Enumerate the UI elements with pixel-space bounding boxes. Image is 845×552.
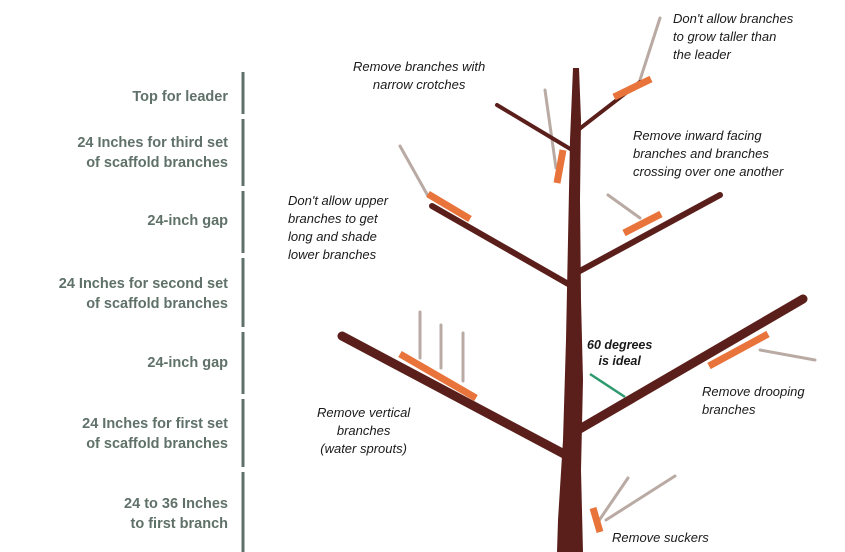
cut-mark-leader-rival (614, 79, 651, 97)
sucker-2 (606, 476, 675, 520)
note-suckers: Remove suckers (612, 529, 709, 547)
zone-label-gap-1: 24-inch gap (147, 353, 228, 373)
cut-mark-suckers (593, 508, 600, 532)
note-vertical: Remove vertical branches (water sprouts) (317, 404, 410, 458)
note-taller-than-leader: Don't allow branches to grow taller than… (673, 10, 793, 64)
removed-branch-leader-rival (640, 18, 660, 80)
zone-label-gap-2: 24-inch gap (147, 211, 228, 231)
removed-branch-drooping (760, 350, 815, 360)
zone-label-third-set: 24 Inches for third set of scaffold bran… (77, 133, 228, 173)
zone-label-to-first: 24 to 36 Inches to first branch (124, 494, 228, 534)
angle-indicator-line (590, 374, 625, 397)
note-sixty-degrees: 60 degrees is ideal (587, 337, 652, 369)
zone-label-top: Top for leader (132, 87, 228, 107)
note-inward-facing: Remove inward facing branches and branch… (633, 127, 783, 181)
removed-branch-narrow-crotch (545, 90, 556, 168)
zone-label-first-set: 24 Inches for first set of scaffold bran… (82, 414, 228, 454)
trunk (557, 68, 583, 552)
branch-middle-right (578, 195, 720, 272)
branch-middle-left (432, 206, 570, 285)
removed-branch-inward (608, 195, 640, 218)
note-narrow-crotches: Remove branches with narrow crotches (353, 58, 485, 94)
note-upper-shade: Don't allow upper branches to get long a… (288, 192, 388, 264)
removed-branch-upper-left (400, 146, 428, 196)
zone-label-second-set: 24 Inches for second set of scaffold bra… (59, 274, 228, 314)
cut-mark-narrow-crotch (557, 150, 563, 183)
note-drooping: Remove drooping branches (702, 383, 805, 419)
branch-top-left (497, 105, 572, 150)
